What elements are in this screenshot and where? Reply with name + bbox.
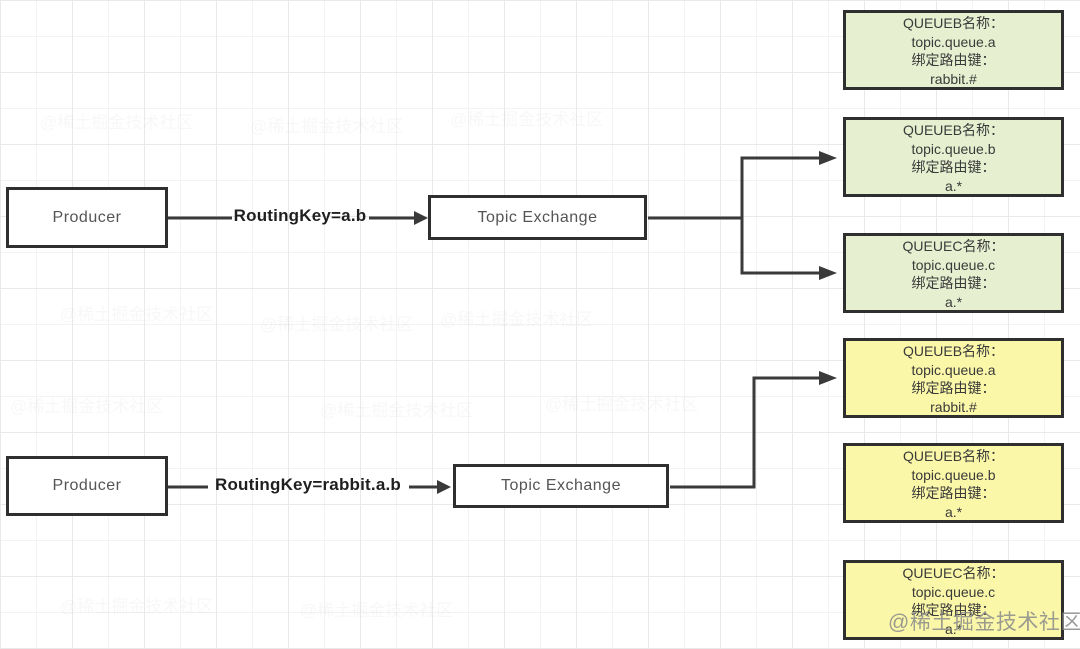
exchange-label: Topic Exchange [477,208,598,226]
routing-key-label-bottom: RoutingKey=rabbit.a.b [214,475,402,494]
binding-key: a.* [944,620,963,637]
queue-box-green-c: QUEUEC名称： topic.queue.c 绑定路由键： a.* [843,233,1064,313]
queue-name: topic.queue.c [911,583,996,600]
routing-key-label-top: RoutingKey=a.b [233,206,367,225]
binding-key: rabbit.# [930,398,977,415]
binding-title: 绑定路由键： [911,52,996,68]
queue-box-green-b: QUEUEB名称： topic.queue.b 绑定路由键： a.* [843,117,1064,197]
binding-title: 绑定路由键： [911,602,996,618]
arrowhead-into-exchange2 [437,480,451,494]
queue-name: topic.queue.c [911,256,996,273]
site-watermark: @稀土掘金技术社区 [888,611,1080,634]
queue-box-yellow-c: QUEUEC名称： topic.queue.c 绑定路由键： a.* [843,560,1064,640]
topic-exchange-node-top: Topic Exchange [428,195,647,240]
exchange-label: Topic Exchange [501,477,621,494]
producer-label: Producer [52,208,122,226]
arrowhead-into-exchange1 [414,211,428,225]
producer-label: Producer [52,477,122,494]
binding-key: a.* [944,177,963,194]
producer-node-top: Producer [6,187,168,248]
binding-title: 绑定路由键： [911,275,996,291]
queue-title: QUEUEB名称： [902,448,1005,464]
queue-box-green-a: QUEUEB名称： topic.queue.a 绑定路由键： rabbit.# [843,10,1064,90]
binding-key: a.* [944,503,963,520]
binding-title: 绑定路由键： [911,159,996,175]
producer-node-bottom: Producer [6,456,168,516]
queue-title: QUEUEC名称： [902,238,1005,254]
arrow-branch-to-queue-c [740,218,819,275]
arrowhead-into-queue-c [819,266,837,280]
arrow-branch-to-queue-b [740,156,819,218]
queue-name: topic.queue.b [911,140,996,157]
binding-key: rabbit.# [930,70,977,87]
queue-name: topic.queue.a [911,361,996,378]
arrowhead-into-yellow-queue-a [819,371,837,385]
queue-box-yellow-b: QUEUEB名称： topic.queue.b 绑定路由键： a.* [843,443,1064,523]
queue-title: QUEUEC名称： [902,565,1005,581]
topic-exchange-node-bottom: Topic Exchange [453,464,669,508]
queue-title: QUEUEB名称： [902,122,1005,138]
queue-title: QUEUEB名称： [902,343,1005,359]
queue-title: QUEUEB名称： [902,15,1005,31]
binding-title: 绑定路由键： [911,485,996,501]
queue-name: topic.queue.a [911,33,996,50]
queue-name: topic.queue.b [911,466,996,483]
binding-title: 绑定路由键： [911,380,996,396]
binding-key: a.* [944,293,963,310]
arrow-exchange2-to-queue-a [670,376,819,489]
queue-box-yellow-a: QUEUEB名称： topic.queue.a 绑定路由键： rabbit.# [843,338,1064,418]
arrowhead-into-queue-b [819,151,837,165]
